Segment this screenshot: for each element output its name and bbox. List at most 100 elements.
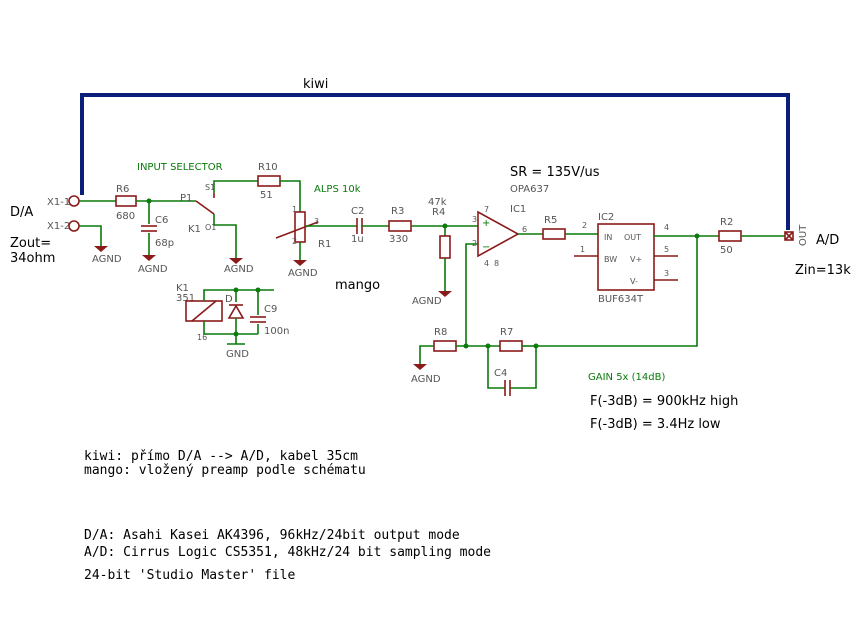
zout-label-2: 34ohm [10,251,55,266]
note-ad: A/D: Cirrus Logic CS5351, 48kHz/24 bit s… [84,545,491,560]
f-low-label: F(-3dB) = 3.4Hz low [590,417,721,432]
coupling-network: C2 1u R3 330 AGND 47k R4 mango [335,197,478,307]
ic2-label: IC2 [598,212,614,223]
r3-resistor [388,220,412,232]
c2-label: C2 [351,206,364,217]
relay-section: K1 351 16 D C9 100n GND [176,283,289,360]
k1-switch-contact [195,200,215,215]
s1-label: S1 [205,183,215,192]
r1-label: R1 [318,239,331,250]
ic2-type: BUF634T [598,294,644,305]
r2-value: 50 [720,245,733,256]
svg-text:+: + [482,218,490,229]
k1-label: K1 [176,283,189,294]
r1-pin1: 1 [292,205,297,214]
agnd-symbol [94,246,108,252]
input-selector-label: INPUT SELECTOR [137,162,223,173]
note-da: D/A: Asahi Kasei AK4396, 96kHz/24bit out… [84,528,460,543]
gain-label: GAIN 5x (14dB) [588,372,665,383]
ic2-in: IN [604,233,612,242]
ic2-vp: V+ [630,255,642,264]
k1-pin16: 16 [197,333,207,342]
mango-label: mango [335,278,380,293]
r4-value: 47k [428,197,447,208]
ic2-bw: BW [604,255,617,264]
slew-rate-label: SR = 135V/us [510,165,600,180]
zout-label-1: Zout= [10,236,51,251]
output-section: R2 50 OUT A/D Zin=13k [718,217,851,278]
r3-value: 330 [389,234,408,245]
agnd-symbol [293,260,307,266]
r8-resistor [433,340,457,352]
note-mango: mango: vložený preamp podle schématu [84,463,366,478]
notes: kiwi: přímo D/A --> A/D, kabel 35cm mang… [84,449,491,583]
agnd-label: AGND [92,254,122,265]
r5-label: R5 [544,215,557,226]
ic1-type: OPA637 [510,184,549,195]
ic1-opamp: SR = 135V/us OPA637 IC1 + − 3 2 6 7 4 8 [465,165,600,346]
d-label: D [225,294,233,305]
c6-value: 68p [155,238,174,249]
r7-label: R7 [500,327,513,338]
da-label: D/A [10,205,33,220]
ic1-pin7: 7 [484,205,489,214]
agnd-symbol [438,291,452,297]
x1-1-label: X1-1 [47,197,70,208]
volume-pot: ALPS 10k AGND 1 2 3 R1 [275,184,361,279]
r5-resistor [542,228,566,240]
ic1-triangle [477,210,520,258]
r4-label: R4 [432,207,445,218]
ic1-pin8: 8 [494,259,499,268]
note-kiwi: kiwi: přímo D/A --> A/D, kabel 35cm [84,449,358,464]
r10-label: R10 [258,162,278,173]
input-selector: INPUT SELECTOR P1 S1 O1 K1 AGND R10 51 [137,162,301,275]
input-section: D/A Zout= 34ohm X1-1 X1-2 AGND R6 680 C6… [10,184,196,275]
r1-pin2: 2 [292,237,297,246]
r6-resistor [115,195,137,207]
ic2-pin2: 2 [582,221,587,230]
svg-text:−: − [482,242,490,253]
agnd-symbol [229,258,243,264]
c6-label: C6 [155,215,168,226]
zin-label: Zin=13k [795,263,851,278]
r3-label: R3 [391,206,404,217]
diode [227,304,245,319]
gnd-label: GND [226,349,249,360]
r2-resistor [718,230,742,242]
note-file: 24-bit 'Studio Master' file [84,568,295,583]
r6-value: 680 [116,211,135,222]
r7-resistor [499,340,523,352]
p1-label: P1 [180,193,192,204]
r4-resistor [439,235,451,259]
alps-label: ALPS 10k [314,184,361,195]
feedback-network: R8 AGND R7 C4 GAIN 5x (14dB) F(-3dB) = 9… [411,236,738,432]
x1-2-label: X1-2 [47,221,70,232]
ic2-pin5: 5 [664,245,669,254]
kiwi-bypass-cable: kiwi [80,77,790,230]
ic1-pin6: 6 [522,225,527,234]
ic2-chip [597,223,655,291]
x1-1-terminal [68,195,80,207]
agnd-label: AGND [412,296,442,307]
c4-label: C4 [494,368,507,379]
agnd-label: AGND [411,374,441,385]
kiwi-label: kiwi [303,77,328,92]
ad-label: A/D [816,233,839,248]
agnd-label: AGND [224,264,254,275]
agnd-symbol [413,364,427,370]
ic1-pin3: 3 [472,215,477,224]
c9-label: C9 [264,304,277,315]
ic2-out: OUT [624,233,641,242]
r8-label: R8 [434,327,447,338]
out-label: OUT [798,224,809,246]
ic2-buffer: R5 IC2 BUF634T IN OUT BW V+ V- 2 1 4 5 3 [542,212,719,305]
o1-label: O1 [205,223,216,232]
r10-value: 51 [260,190,273,201]
c9-value: 100n [264,326,289,337]
agnd-symbol [142,255,156,261]
r6-label: R6 [116,184,129,195]
k1-switch-label: K1 [188,224,201,235]
ic1-label: IC1 [510,204,526,215]
ic1-pin4: 4 [484,259,489,268]
